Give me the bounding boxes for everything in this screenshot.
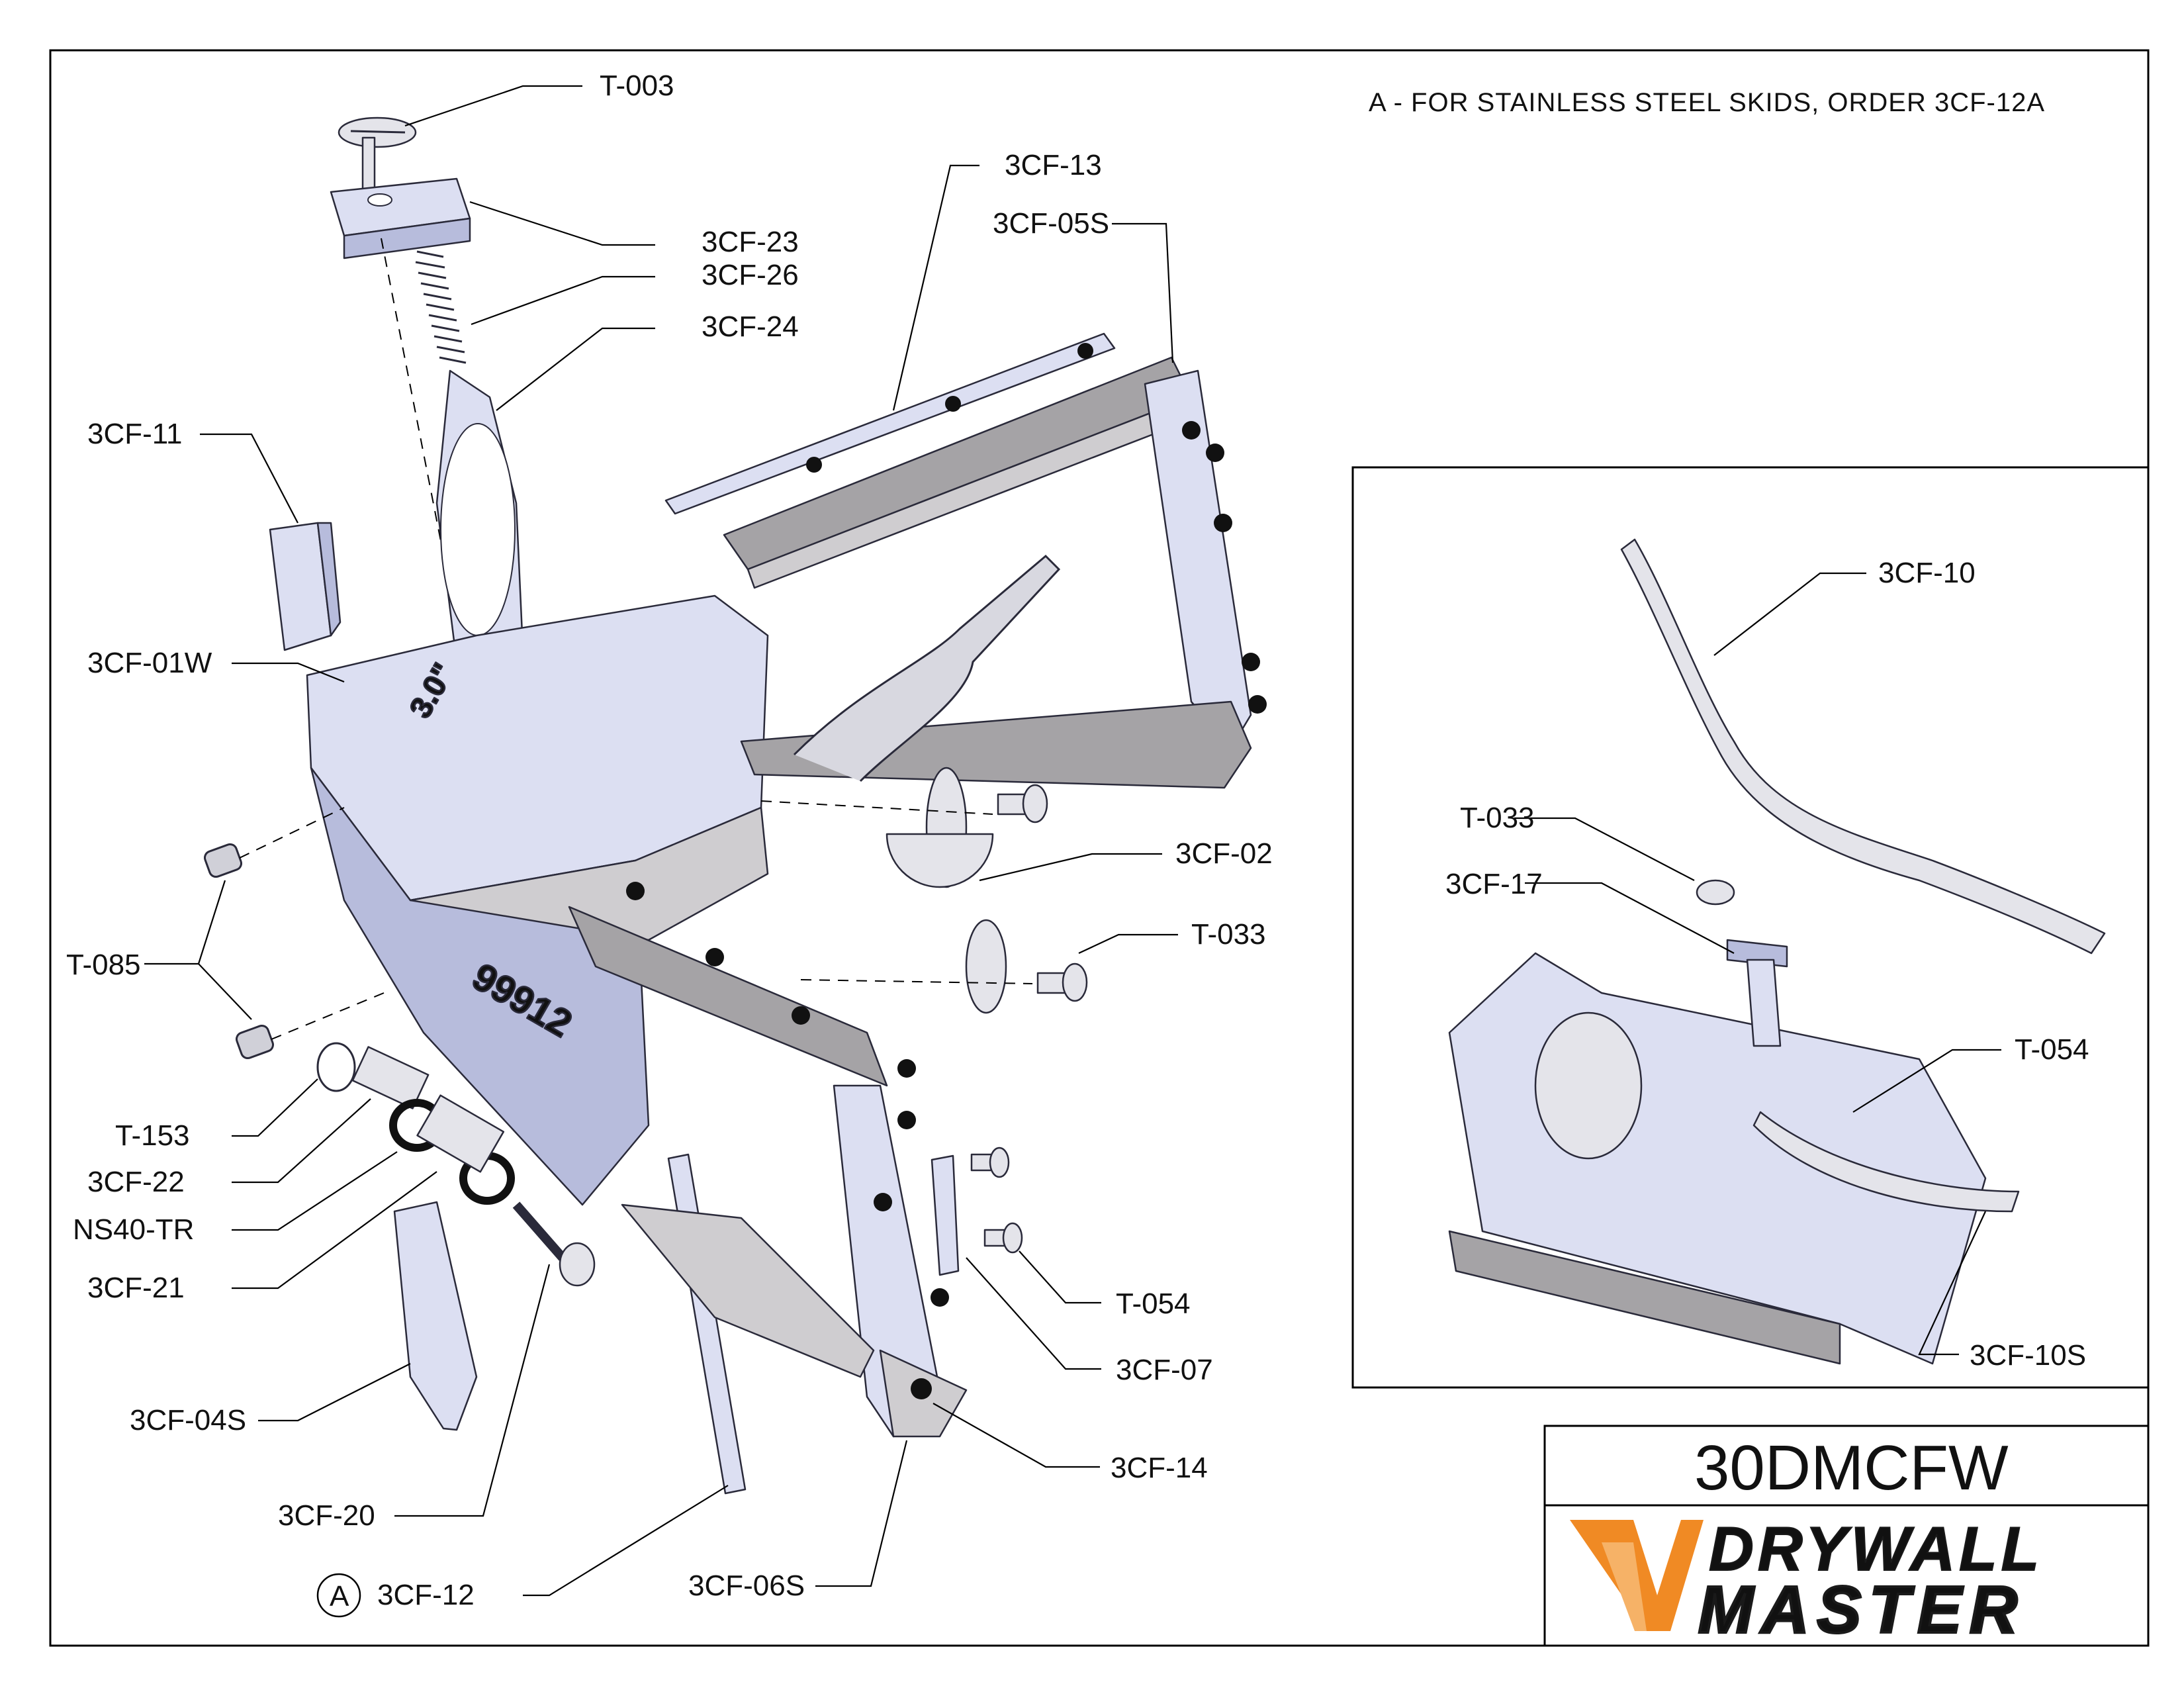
title-block xyxy=(1543,1425,2150,1647)
screw-t054-icon xyxy=(970,1147,1023,1254)
bar-3cf13-icon xyxy=(664,332,1116,515)
set-screw-t085-top-icon xyxy=(203,843,243,878)
cover-block-3cf23-icon xyxy=(330,177,471,259)
cup-3cf02-icon xyxy=(886,767,1007,1014)
ordering-note: A - FOR STAINLESS STEEL SKIDS, ORDER 3CF… xyxy=(1369,88,2045,117)
detail-assembly-icon xyxy=(1448,538,2106,1365)
screw-t033-upper-icon xyxy=(997,784,1048,823)
skid-3cf12-icon xyxy=(621,1153,875,1495)
leader-lines xyxy=(144,85,2001,1597)
plate-3cf24-icon xyxy=(435,369,524,703)
label-3cf02: 3CF-02 xyxy=(1175,837,1273,870)
logo-word-drywall: DRYWALL xyxy=(1709,1514,2043,1583)
label-3cf23: 3CF-23 xyxy=(702,226,799,258)
detail-label-3cf17: 3CF-17 xyxy=(1445,868,1543,900)
alignment-line xyxy=(271,992,385,1040)
cylinder-3cf21-icon xyxy=(416,1094,505,1173)
handle-3cf04s-icon xyxy=(393,1201,478,1431)
detail-view-frame xyxy=(1351,466,2150,1389)
washer-t153-icon xyxy=(316,1042,356,1092)
alignment-line xyxy=(239,807,345,859)
drywall-master-logo: DRYWALL MASTER xyxy=(1570,1513,2043,1648)
piston-3cf22-icon xyxy=(351,1046,430,1109)
alignment-line xyxy=(760,800,993,815)
label-ns40tr: NS40-TR xyxy=(73,1213,194,1246)
label-3cf11: 3CF-11 xyxy=(87,418,182,450)
model-number: 30DMCFW xyxy=(1694,1432,2009,1503)
label-3cf12: 3CF-12 xyxy=(377,1579,475,1611)
main-body-3cf01w-icon: 3.0" 99912 xyxy=(306,594,769,1206)
logo-word-master: MASTER xyxy=(1698,1573,2025,1647)
label-3cf04s: 3CF-04S xyxy=(130,1404,246,1436)
label-t085: T-085 xyxy=(66,949,141,981)
label-t033: T-033 xyxy=(1191,918,1266,951)
set-screw-t085-bottom-icon xyxy=(235,1024,275,1060)
label-3cf06s: 3CF-06S xyxy=(688,1570,805,1602)
spring-wire-icon xyxy=(793,554,1061,782)
label-3cf05s: 3CF-05S xyxy=(993,207,1109,240)
alignment-line xyxy=(800,979,1033,984)
callout-marker-a: A xyxy=(316,1573,361,1618)
detail-label-3cf10: 3CF-10 xyxy=(1878,557,1976,589)
detail-label-t054: T-054 xyxy=(2015,1033,2089,1066)
label-t153: T-153 xyxy=(115,1119,190,1152)
label-3cf13: 3CF-13 xyxy=(1005,149,1102,181)
detail-label-t033: T-033 xyxy=(1460,802,1535,834)
detail-label-3cf10s: 3CF-10S xyxy=(1970,1339,2086,1372)
link-3cf07-icon xyxy=(931,1154,960,1276)
screw-t003-icon xyxy=(338,117,417,192)
label-3cf14: 3CF-14 xyxy=(1111,1452,1208,1484)
label-t003: T-003 xyxy=(600,70,674,102)
label-3cf07: 3CF-07 xyxy=(1116,1354,1213,1386)
label-3cf20: 3CF-20 xyxy=(278,1499,375,1532)
label-3cf26: 3CF-26 xyxy=(702,259,799,291)
label-3cf22: 3CF-22 xyxy=(87,1166,185,1198)
label-3cf21: 3CF-21 xyxy=(87,1272,185,1304)
label-3cf01w: 3CF-01W xyxy=(87,647,212,679)
label-3cf24: 3CF-24 xyxy=(702,310,799,343)
pin-3cf20-icon xyxy=(512,1201,596,1287)
frame-3cf05s-icon xyxy=(723,356,1252,789)
small-screws-icon xyxy=(626,343,1267,1399)
spring-3cf26-icon xyxy=(415,250,467,364)
callout-marker-letter: A xyxy=(330,1580,349,1613)
label-t054: T-054 xyxy=(1116,1288,1191,1320)
screw-t033-icon xyxy=(1036,962,1088,1002)
clip-3cf11-icon xyxy=(269,522,341,651)
